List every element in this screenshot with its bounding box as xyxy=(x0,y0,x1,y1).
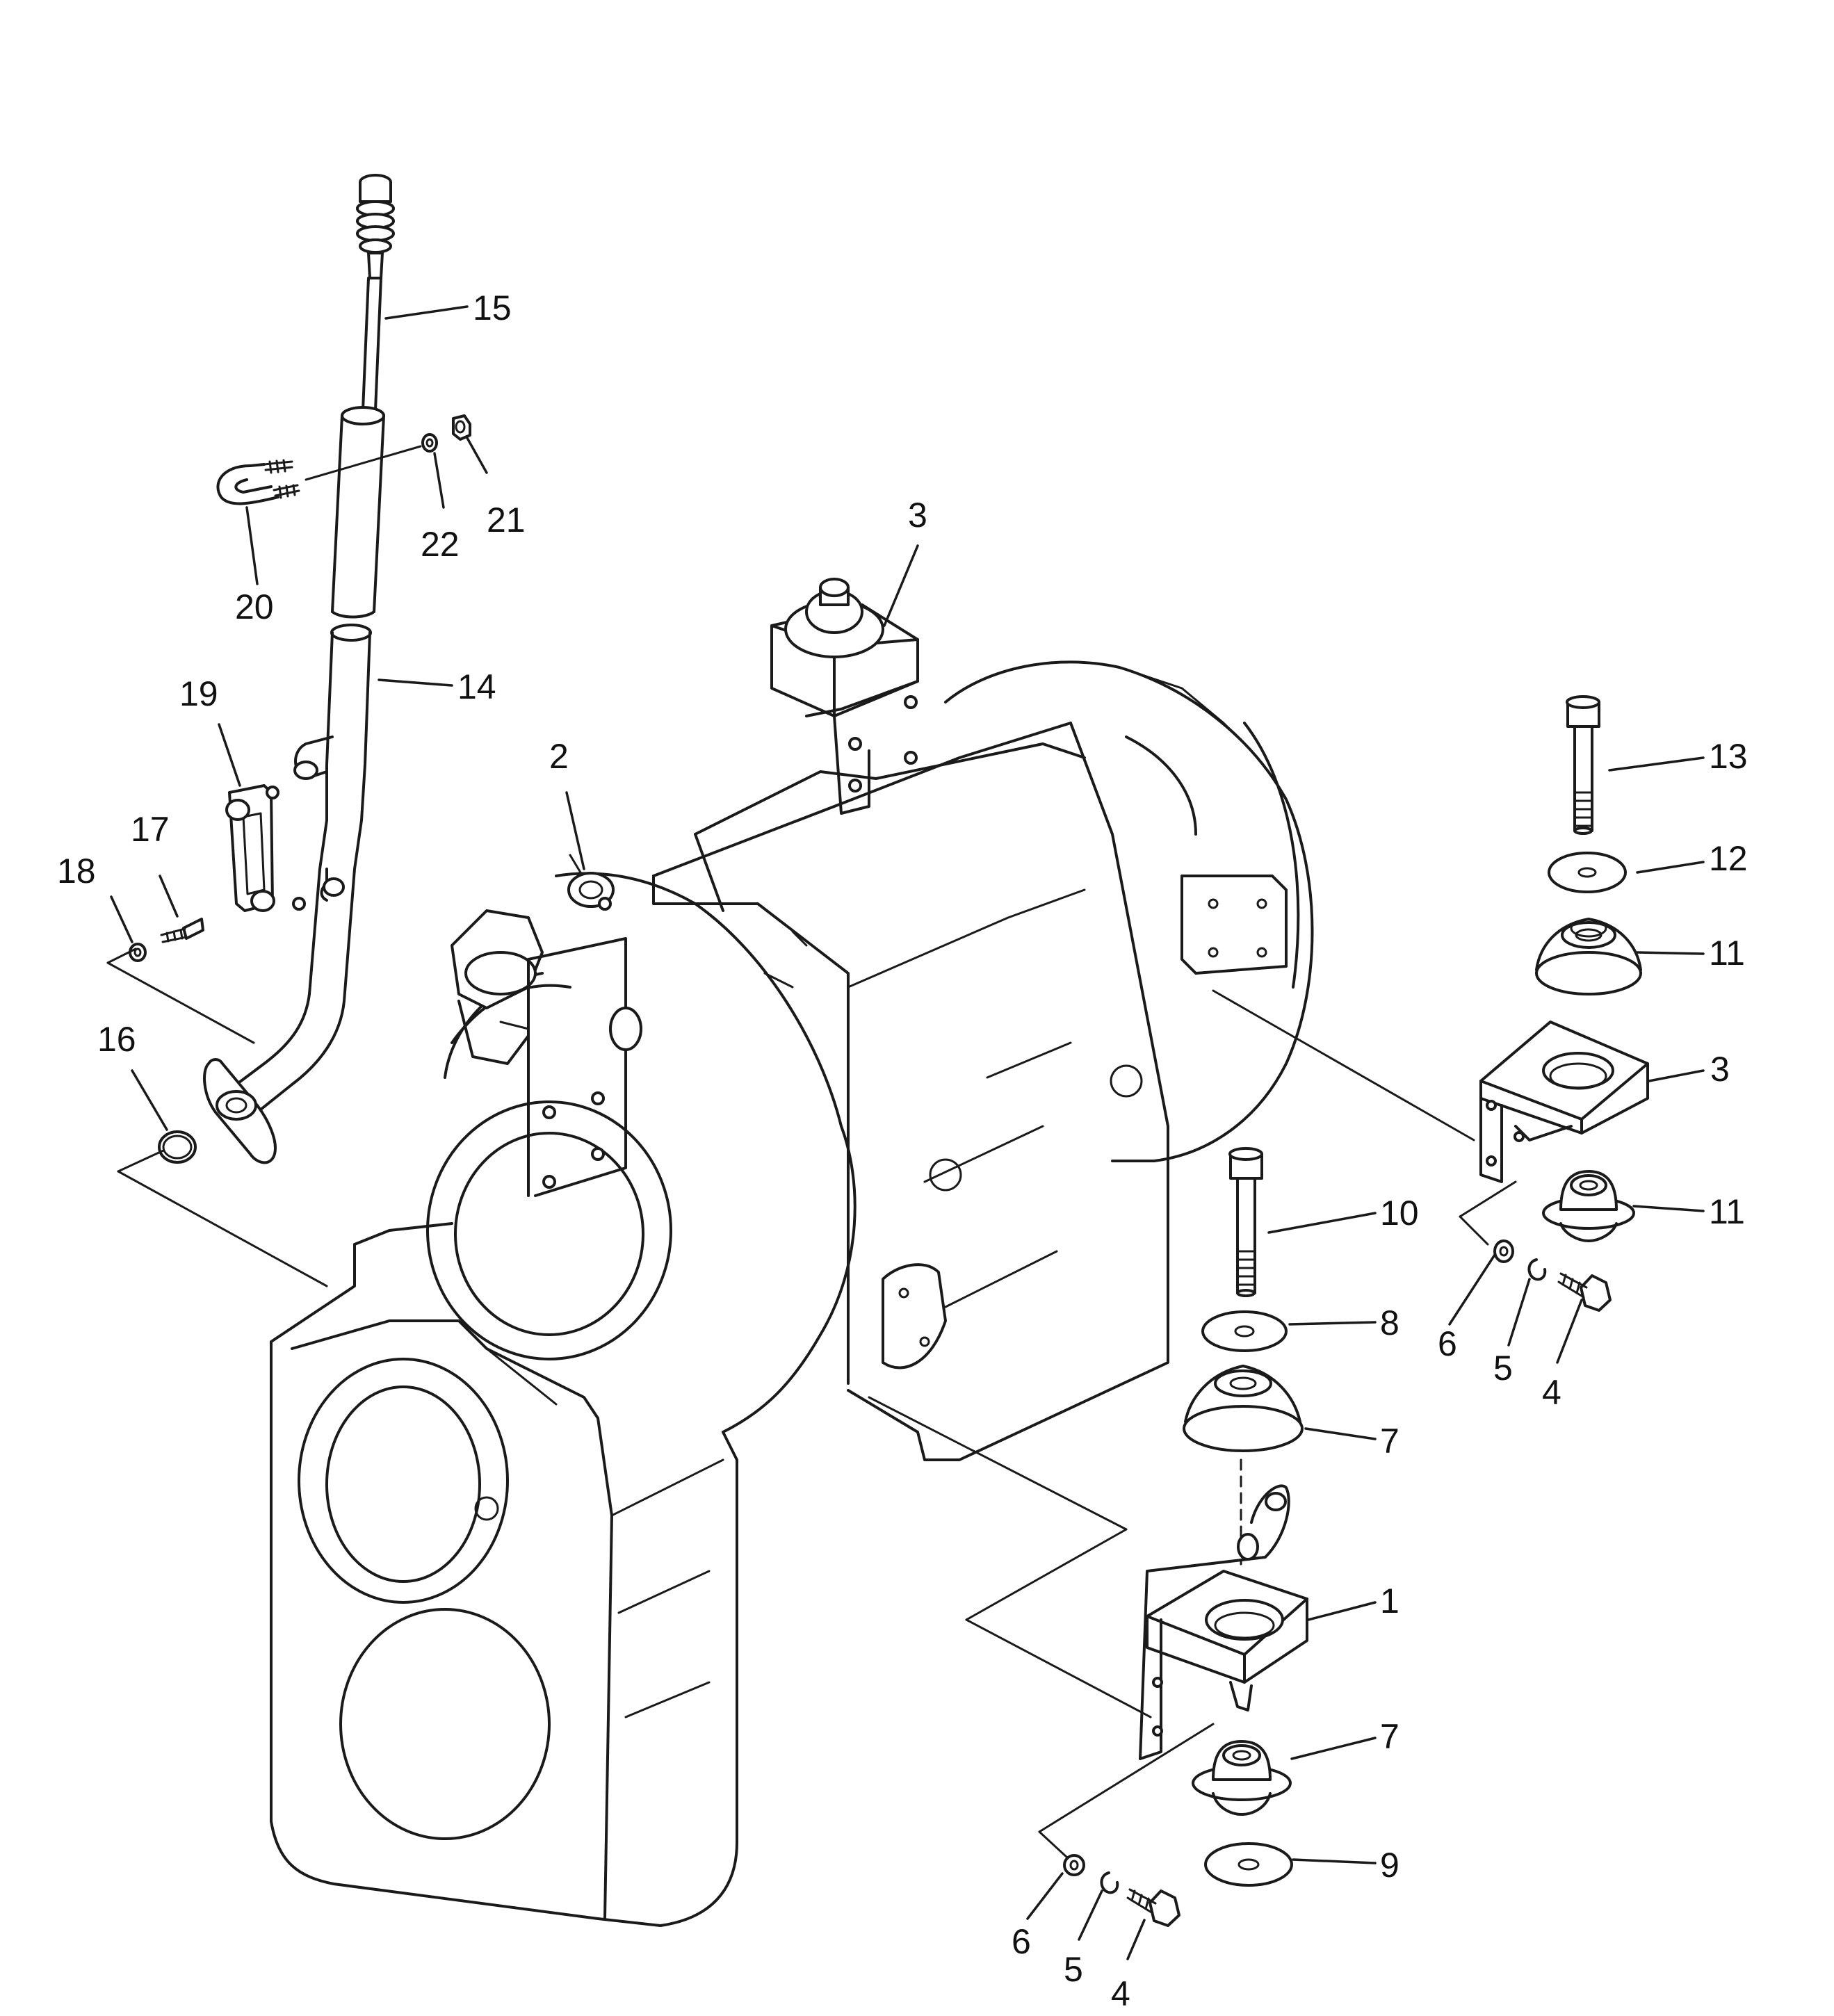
front-mount-bracket xyxy=(567,872,615,911)
callout-13: 13 xyxy=(1709,737,1748,776)
callout-7-upper: 7 xyxy=(1380,1422,1399,1461)
callout-15: 15 xyxy=(473,288,512,327)
callout-4-right: 4 xyxy=(1542,1373,1561,1412)
callout-7-lower: 7 xyxy=(1380,1717,1399,1756)
callout-3-top: 3 xyxy=(908,496,927,535)
callout-22: 22 xyxy=(421,525,460,564)
callout-10: 10 xyxy=(1380,1194,1419,1233)
callout-8: 8 xyxy=(1380,1303,1399,1342)
tube-bracket-parts xyxy=(129,784,306,1164)
callout-19: 19 xyxy=(179,674,218,713)
callout-14: 14 xyxy=(457,667,496,706)
right-mount-stack xyxy=(1479,695,1649,1312)
center-mount-stack xyxy=(1063,1147,1308,1927)
callout-21: 21 xyxy=(487,501,526,539)
callout-1: 1 xyxy=(1380,1582,1399,1620)
top-mount-bracket xyxy=(770,578,919,815)
callout-9: 9 xyxy=(1380,1846,1399,1885)
callout-12: 12 xyxy=(1709,839,1748,878)
callout-3-right: 3 xyxy=(1710,1050,1730,1089)
callout-20: 20 xyxy=(235,587,274,626)
dipstick-assembly xyxy=(203,174,471,1164)
leader-lines xyxy=(110,305,1705,1960)
callout-2: 2 xyxy=(549,737,569,776)
callout-11-upper: 11 xyxy=(1709,934,1745,973)
transmission-housing xyxy=(270,660,1314,1927)
callout-11-lower: 11 xyxy=(1709,1192,1745,1231)
callout-16: 16 xyxy=(97,1020,136,1059)
callout-5-bottom: 5 xyxy=(1064,1950,1083,1989)
callout-5-right: 5 xyxy=(1493,1349,1513,1388)
callout-6-bottom: 6 xyxy=(1012,1922,1031,1961)
assembly-lines xyxy=(106,445,1517,1859)
callout-17: 17 xyxy=(131,810,170,849)
callout-labels: 15 22 21 20 14 19 17 18 16 2 3 13 12 11 … xyxy=(57,288,1748,2013)
callout-6-right: 6 xyxy=(1438,1324,1457,1363)
callout-4-bottom: 4 xyxy=(1111,1974,1130,2013)
callout-18: 18 xyxy=(57,852,96,891)
